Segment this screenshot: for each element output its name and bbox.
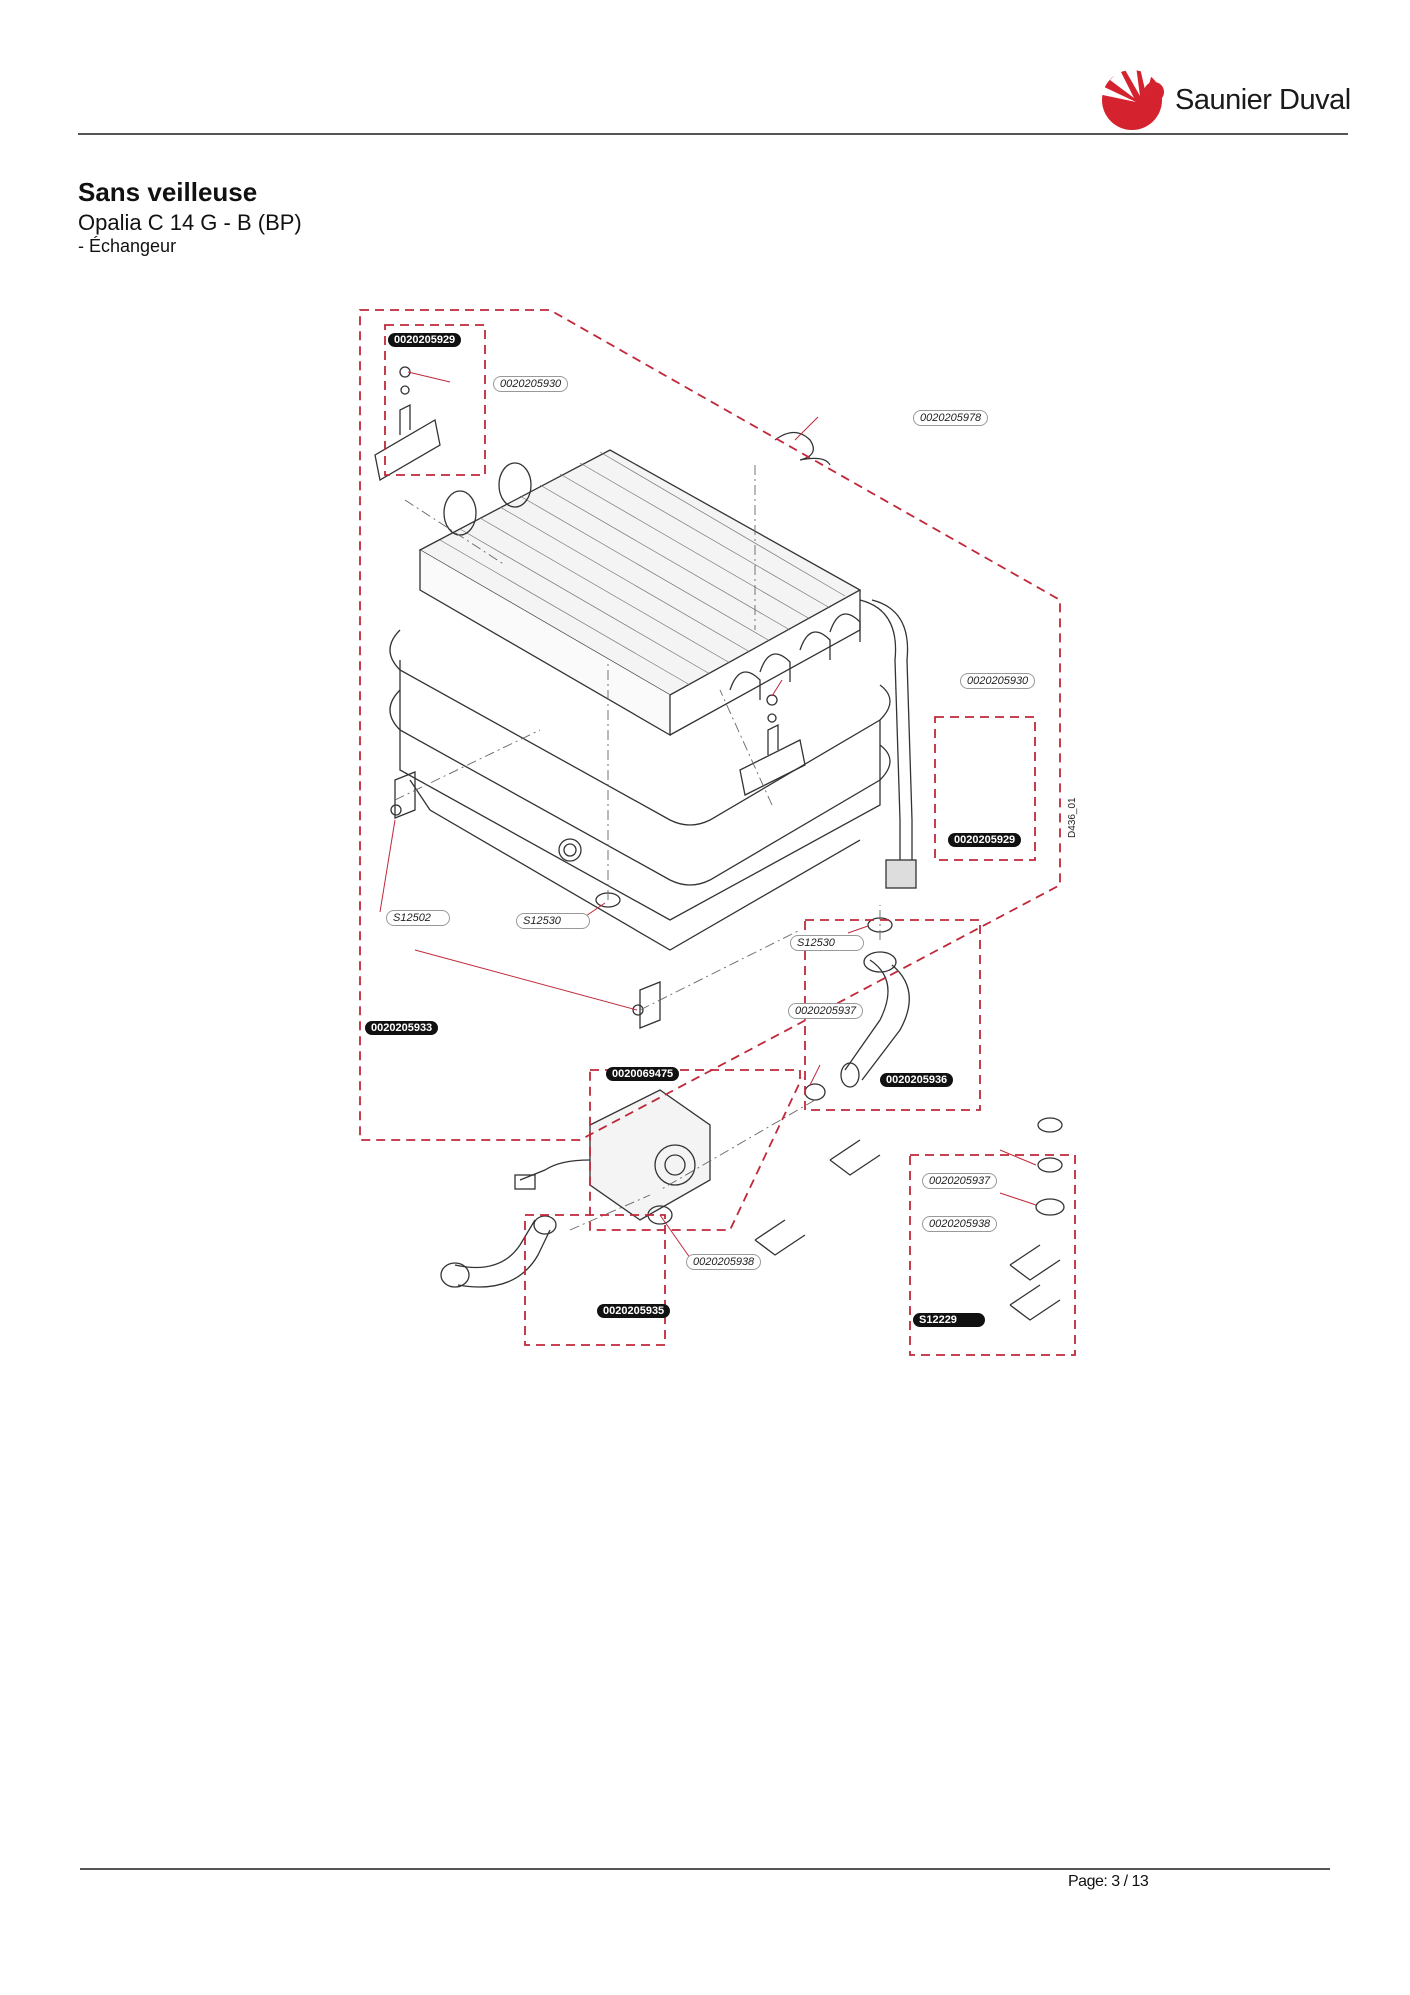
footer-divider [80, 1868, 1330, 1870]
part-label: 0020069475 [606, 1067, 680, 1081]
part-label: 0020205935 [597, 1304, 671, 1318]
part-label: S12530 [790, 935, 864, 951]
part-label: S12530 [516, 913, 590, 929]
model-subtitle: Opalia C 14 G - B (BP) [78, 210, 302, 235]
part-label: 0020205978 [913, 410, 989, 426]
part-label: 0020205933 [365, 1021, 439, 1035]
header-divider [78, 133, 1348, 135]
part-label: 0020205929 [388, 333, 462, 347]
section-label: - Échangeur [78, 236, 177, 256]
part-label: 0020205936 [880, 1073, 954, 1087]
part-label: 0020205938 [686, 1254, 762, 1270]
saunier-duval-logo [1098, 66, 1164, 130]
part-label: 0020205930 [960, 673, 1036, 689]
exploded-parts-diagram [359, 309, 1076, 1356]
gas-valve [514, 1089, 711, 1221]
part-label: 0020205937 [788, 1003, 864, 1019]
part-label: S12502 [386, 910, 450, 926]
part-label: 0020205929 [948, 833, 1022, 847]
spring-clip [774, 431, 831, 466]
page-number: Page: 3 / 13 [1068, 1873, 1149, 1890]
heat-exchanger [389, 449, 917, 1029]
diagram-code: D436_01 [1067, 797, 1078, 838]
part-label: 0020205937 [922, 1173, 998, 1189]
bracket-right [739, 694, 806, 796]
brand-name: Saunier Duval [1175, 84, 1351, 116]
page-title: Sans veilleuse [78, 177, 258, 207]
part-label: S12229 [913, 1313, 985, 1327]
part-label: 0020205930 [493, 376, 569, 392]
elbow-pipe-right [844, 959, 910, 1081]
clip-kit-parts [754, 1117, 1065, 1321]
part-label: 0020205938 [922, 1216, 998, 1232]
